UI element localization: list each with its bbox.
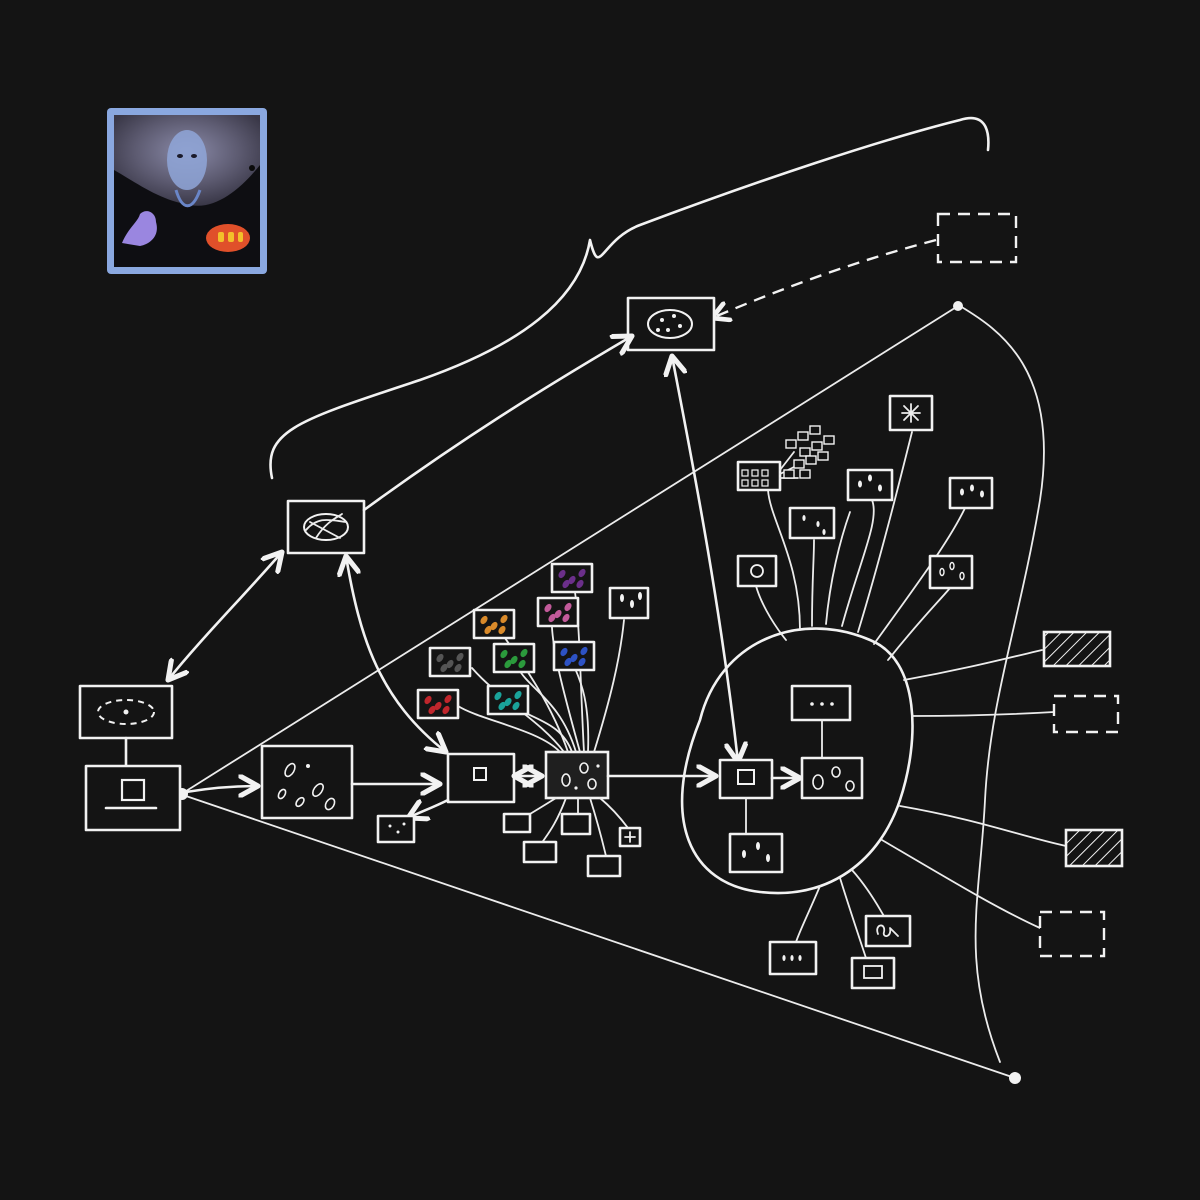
blob-bottom-wires [795, 869, 885, 959]
right-wave-line [959, 305, 1045, 1063]
colored-node [486, 684, 530, 716]
cone-upper-line [182, 305, 959, 794]
colored-node [416, 688, 460, 720]
node-left-oval [78, 684, 174, 740]
node-hub [544, 750, 610, 800]
cone-top-node [953, 301, 963, 311]
blob-node-right [800, 756, 864, 800]
blob-node-top [790, 684, 852, 722]
dashed-node-top-right [936, 212, 1018, 264]
node-small-left [376, 814, 416, 844]
arrow-top-to-blob [672, 356, 738, 762]
arrow-globe-to-top [362, 336, 632, 512]
node-top-center [626, 296, 716, 352]
top-brace [269, 116, 990, 480]
node-center [446, 752, 516, 804]
blob-right-nodes [1038, 630, 1124, 958]
blob-node-left [718, 758, 774, 800]
arrow-globe-to-center [346, 556, 446, 752]
colored-node [550, 562, 594, 594]
colored-node [536, 596, 580, 628]
arrow-main-to-speckled [184, 786, 258, 792]
blob-right-wires [881, 649, 1067, 929]
node-speckled [260, 744, 354, 820]
blob-top-nodes [736, 394, 994, 590]
blob-top-wires [755, 431, 967, 661]
node-left-main [84, 764, 182, 832]
blob-node-bottom [728, 832, 784, 874]
colored-node [492, 642, 536, 674]
hub-lower-nodes [502, 812, 642, 878]
dashed-arrow-top [712, 238, 937, 318]
blob-bottom-nodes [768, 914, 912, 990]
colored-nodes [416, 562, 596, 720]
mask-face [167, 130, 207, 190]
node-globe [286, 499, 366, 555]
portrait-image [107, 108, 267, 274]
hub-lower-wires [519, 797, 629, 857]
colored-node [428, 646, 472, 678]
cone-bottom-node [1009, 1072, 1021, 1084]
colored-node [472, 608, 516, 640]
tiny-box-cluster [736, 425, 835, 492]
colored-node [552, 640, 596, 672]
purple-blob [122, 211, 157, 246]
arrow-globe-to-left [168, 552, 282, 680]
node-hub-white-top [608, 586, 650, 620]
big-blob [680, 627, 914, 895]
cone-lower-line [182, 794, 1016, 1079]
